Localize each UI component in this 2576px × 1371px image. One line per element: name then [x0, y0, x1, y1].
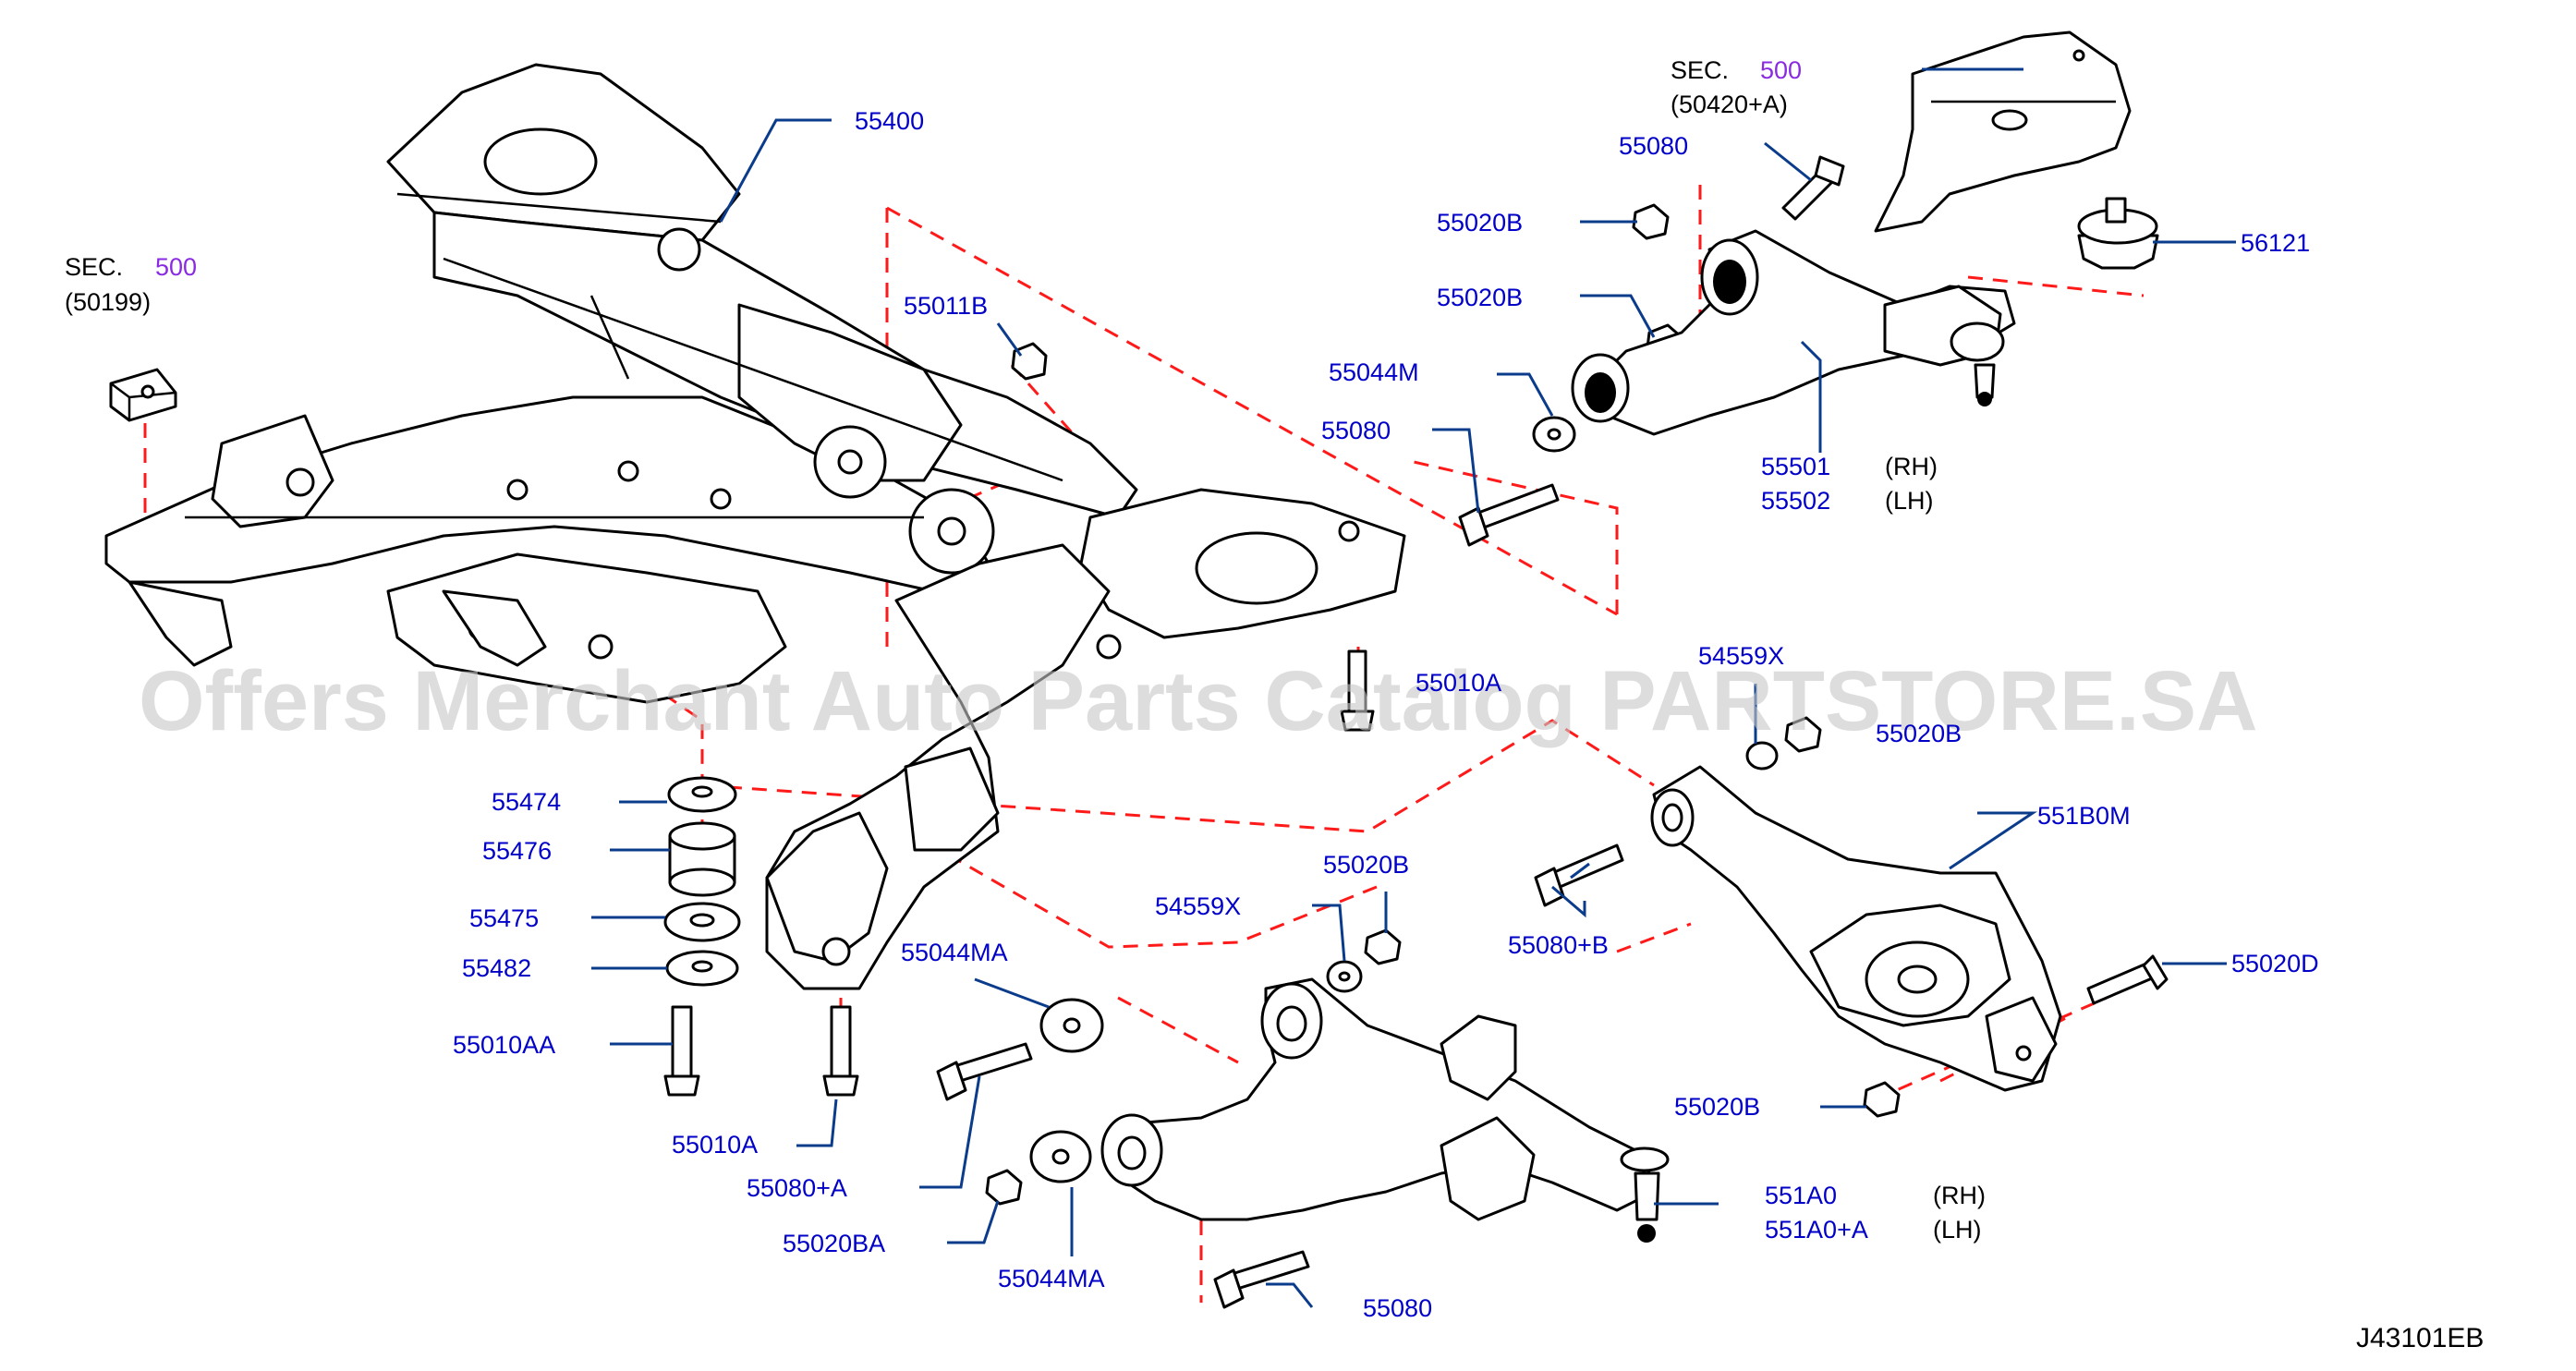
label-55400: 55400: [855, 107, 924, 135]
label-55080-mid: 55080: [1321, 417, 1391, 444]
note-rh-lower: (RH): [1933, 1182, 1986, 1209]
label-55011b: 55011B: [904, 292, 988, 320]
label-55080a: 55080+A: [747, 1174, 847, 1202]
sec-number-2: 500: [1760, 56, 1802, 84]
label-55020ba: 55020BA: [783, 1230, 885, 1257]
part-labels: 55400 55011B 55080 55020B 55020B 55044M …: [453, 107, 2319, 1322]
label-551b0m: 551B0M: [2037, 802, 2131, 830]
bolts: [663, 155, 2169, 1309]
lower-front-arm-551a0: [1100, 977, 1670, 1243]
label-55502: 55502: [1761, 487, 1830, 515]
label-55010a-top: 55010A: [1416, 669, 1501, 697]
label-55474: 55474: [492, 788, 561, 816]
bracket-50199: [109, 368, 177, 422]
label-55080-top: 55080: [1619, 132, 1688, 160]
label-55020b-4: 55020B: [1323, 851, 1409, 879]
label-55080-bottom: 55080: [1363, 1294, 1432, 1322]
label-55475: 55475: [469, 904, 539, 932]
label-55020b-2: 55020B: [1437, 284, 1523, 311]
bracket-cover-50420: [1874, 30, 2132, 233]
sec-number-1: 500: [155, 253, 197, 281]
label-55010a-bottom: 55010A: [672, 1131, 758, 1159]
note-lh-lower: (LH): [1933, 1216, 1982, 1244]
label-55044ma-top: 55044MA: [901, 939, 1008, 966]
label-55080b: 55080+B: [1508, 931, 1609, 959]
upper-control-arm: [1571, 229, 2016, 436]
front-subframe: [104, 63, 1406, 990]
assembly-dashed-lines: [143, 185, 2145, 1303]
label-55010aa: 55010AA: [453, 1031, 555, 1059]
label-55501: 55501: [1761, 453, 1830, 480]
label-55020b-3: 55020B: [1876, 720, 1962, 747]
section-ref-50420: SEC. 500 (50420+A): [1671, 56, 1802, 118]
section-ref-50199: SEC. 500 (50199): [65, 253, 197, 316]
label-551a0a: 551A0+A: [1765, 1216, 1868, 1244]
label-55044ma-bottom: 55044MA: [998, 1265, 1105, 1292]
label-55020b-5: 55020B: [1674, 1093, 1760, 1121]
leader-lines: [591, 67, 2236, 1308]
bump-stop-56121: [2077, 197, 2159, 270]
label-55476: 55476: [482, 837, 552, 865]
note-lh-upper: (LH): [1885, 487, 1934, 515]
lower-rear-arm-551b0m: [1650, 765, 2062, 1092]
sec-ref-2: (50420+A): [1671, 91, 1788, 118]
sec-prefix-2: SEC.: [1671, 56, 1729, 84]
sec-ref-1: (50199): [65, 288, 151, 316]
note-rh-upper: (RH): [1885, 453, 1938, 480]
bushing-stack: [663, 776, 741, 987]
label-54559x-mid: 54559X: [1155, 892, 1241, 920]
label-55482: 55482: [462, 954, 531, 982]
label-56121: 56121: [2241, 229, 2310, 257]
label-551a0: 551A0: [1765, 1182, 1837, 1209]
label-54559x-top: 54559X: [1698, 642, 1784, 670]
label-55020b-1: 55020B: [1437, 209, 1523, 237]
sec-prefix-1: SEC.: [65, 253, 123, 281]
diagram-code: J43101EB: [2356, 1323, 2484, 1353]
label-55044m: 55044M: [1329, 358, 1419, 386]
label-55020d: 55020D: [2231, 950, 2319, 977]
watermark-text: Offers Merchant Auto Parts Catalog PARTS…: [139, 654, 2258, 748]
